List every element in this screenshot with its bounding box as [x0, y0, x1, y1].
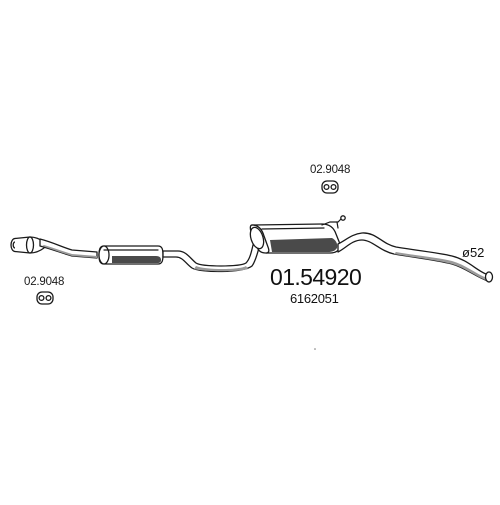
- oem-number: 6162051: [290, 291, 339, 306]
- front-pipe: [39, 238, 98, 259]
- stray-dot: [314, 348, 316, 350]
- pipe-diameter-label: ø52: [462, 245, 484, 260]
- front-flange: [10, 236, 45, 254]
- middle-pipe: [162, 231, 265, 273]
- hanger-label-top: 02.9048: [310, 164, 350, 176]
- tail-pipe: [337, 232, 494, 283]
- rubber-hanger-icon-top: [321, 180, 339, 194]
- rubber-hanger-icon-left: [36, 291, 54, 305]
- silencer-hanger-bracket: [321, 215, 346, 229]
- main-part-number: 01.54920: [270, 264, 361, 290]
- resonator: [98, 245, 164, 265]
- hanger-label-left: 02.9048: [24, 276, 64, 288]
- rear-silencer: [249, 223, 341, 254]
- exhaust-pipe-assembly: [10, 215, 494, 283]
